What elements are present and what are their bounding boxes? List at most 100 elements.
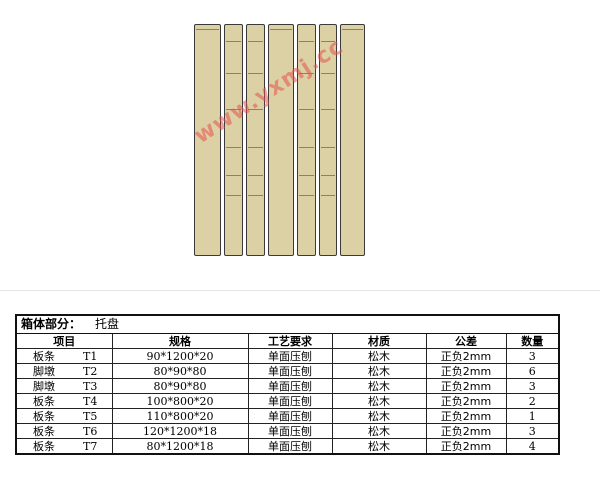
plank-seam [299,109,314,110]
cell-process: 单面压刨 [247,363,333,379]
plank-seam [299,41,314,42]
cell-quantity: 2 [505,393,558,409]
plank-seam [248,147,263,148]
section-divider [0,290,600,291]
plank-seam [226,175,241,176]
plank-seam [226,147,241,148]
plank [224,24,243,256]
cell-material: 松木 [331,438,427,453]
plank-seam [321,195,335,196]
cell-tolerance: 正负2mm [425,378,507,394]
plank-seam [321,109,335,110]
section-value: 托盘 [95,317,120,331]
plank-seam [226,195,241,196]
plank-seam [321,41,335,42]
cell-item: 板条 T4 [17,393,113,409]
cell-spec: 110*800*20 [111,408,249,424]
cell-item: 板条 T6 [17,423,113,439]
cell-tolerance: 正负2mm [425,423,507,439]
cell-process: 单面压刨 [247,438,333,453]
item-code: T5 [83,409,98,423]
cell-item: 脚墩 T3 [17,378,113,394]
plank-seam [321,73,335,74]
cell-spec: 100*800*20 [111,393,249,409]
cell-spec: 80*1200*18 [111,438,249,453]
plank [297,24,316,256]
plank-seam [248,175,263,176]
cell-tolerance: 正负2mm [425,393,507,409]
header-process: 工艺要求 [247,334,333,349]
plank-seam [226,73,241,74]
plank-seam [226,41,241,42]
cell-quantity: 1 [505,408,558,424]
header-quantity: 数量 [505,334,558,349]
item-name: 板条 [33,349,55,363]
cell-process: 单面压刨 [247,393,333,409]
plank-seam [248,195,263,196]
plank-seam [321,175,335,176]
plank-seam [321,147,335,148]
plank-seam [299,73,314,74]
pallet-drawing: www.yxmj.cc [190,24,365,256]
plank-seam [299,147,314,148]
plank [268,24,294,256]
cell-quantity: 3 [505,423,558,439]
plank-seam [248,73,263,74]
cell-spec: 80*90*80 [111,363,249,379]
plank-seam [342,29,363,30]
item-code: T1 [83,349,98,363]
cell-process: 单面压刨 [247,348,333,364]
cell-spec: 80*90*80 [111,378,249,394]
cell-material: 松木 [331,378,427,394]
item-code: T6 [83,424,98,438]
item-code: T3 [83,379,98,393]
header-item: 项目 [17,334,113,349]
cell-spec: 120*1200*18 [111,423,249,439]
cell-quantity: 4 [505,438,558,453]
item-name: 脚墩 [33,379,55,393]
plank [340,24,365,256]
item-name: 脚墩 [33,364,55,378]
cell-tolerance: 正负2mm [425,363,507,379]
item-name: 板条 [33,394,55,408]
cell-tolerance: 正负2mm [425,348,507,364]
cell-material: 松木 [331,393,427,409]
header-spec: 规格 [111,334,249,349]
table-title: 箱体部分： 托盘 [17,316,558,334]
cell-material: 松木 [331,408,427,424]
cell-quantity: 3 [505,378,558,394]
item-name: 板条 [33,439,55,453]
item-code: T2 [83,364,98,378]
cell-process: 单面压刨 [247,408,333,424]
plank-seam [248,41,263,42]
cell-material: 松木 [331,423,427,439]
cell-process: 单面压刨 [247,423,333,439]
cell-process: 单面压刨 [247,378,333,394]
item-name: 板条 [33,424,55,438]
section-label: 箱体部分： [21,317,82,331]
header-material: 材质 [331,334,427,349]
cell-quantity: 3 [505,348,558,364]
plank [194,24,221,256]
plank-seam [226,109,241,110]
plank [246,24,265,256]
cell-tolerance: 正负2mm [425,438,507,453]
cell-item: 脚墩 T2 [17,363,113,379]
cell-quantity: 6 [505,363,558,379]
plank-seam [248,109,263,110]
cell-tolerance: 正负2mm [425,408,507,424]
plank-seam [270,29,292,30]
item-code: T4 [83,394,98,408]
cell-spec: 90*1200*20 [111,348,249,364]
